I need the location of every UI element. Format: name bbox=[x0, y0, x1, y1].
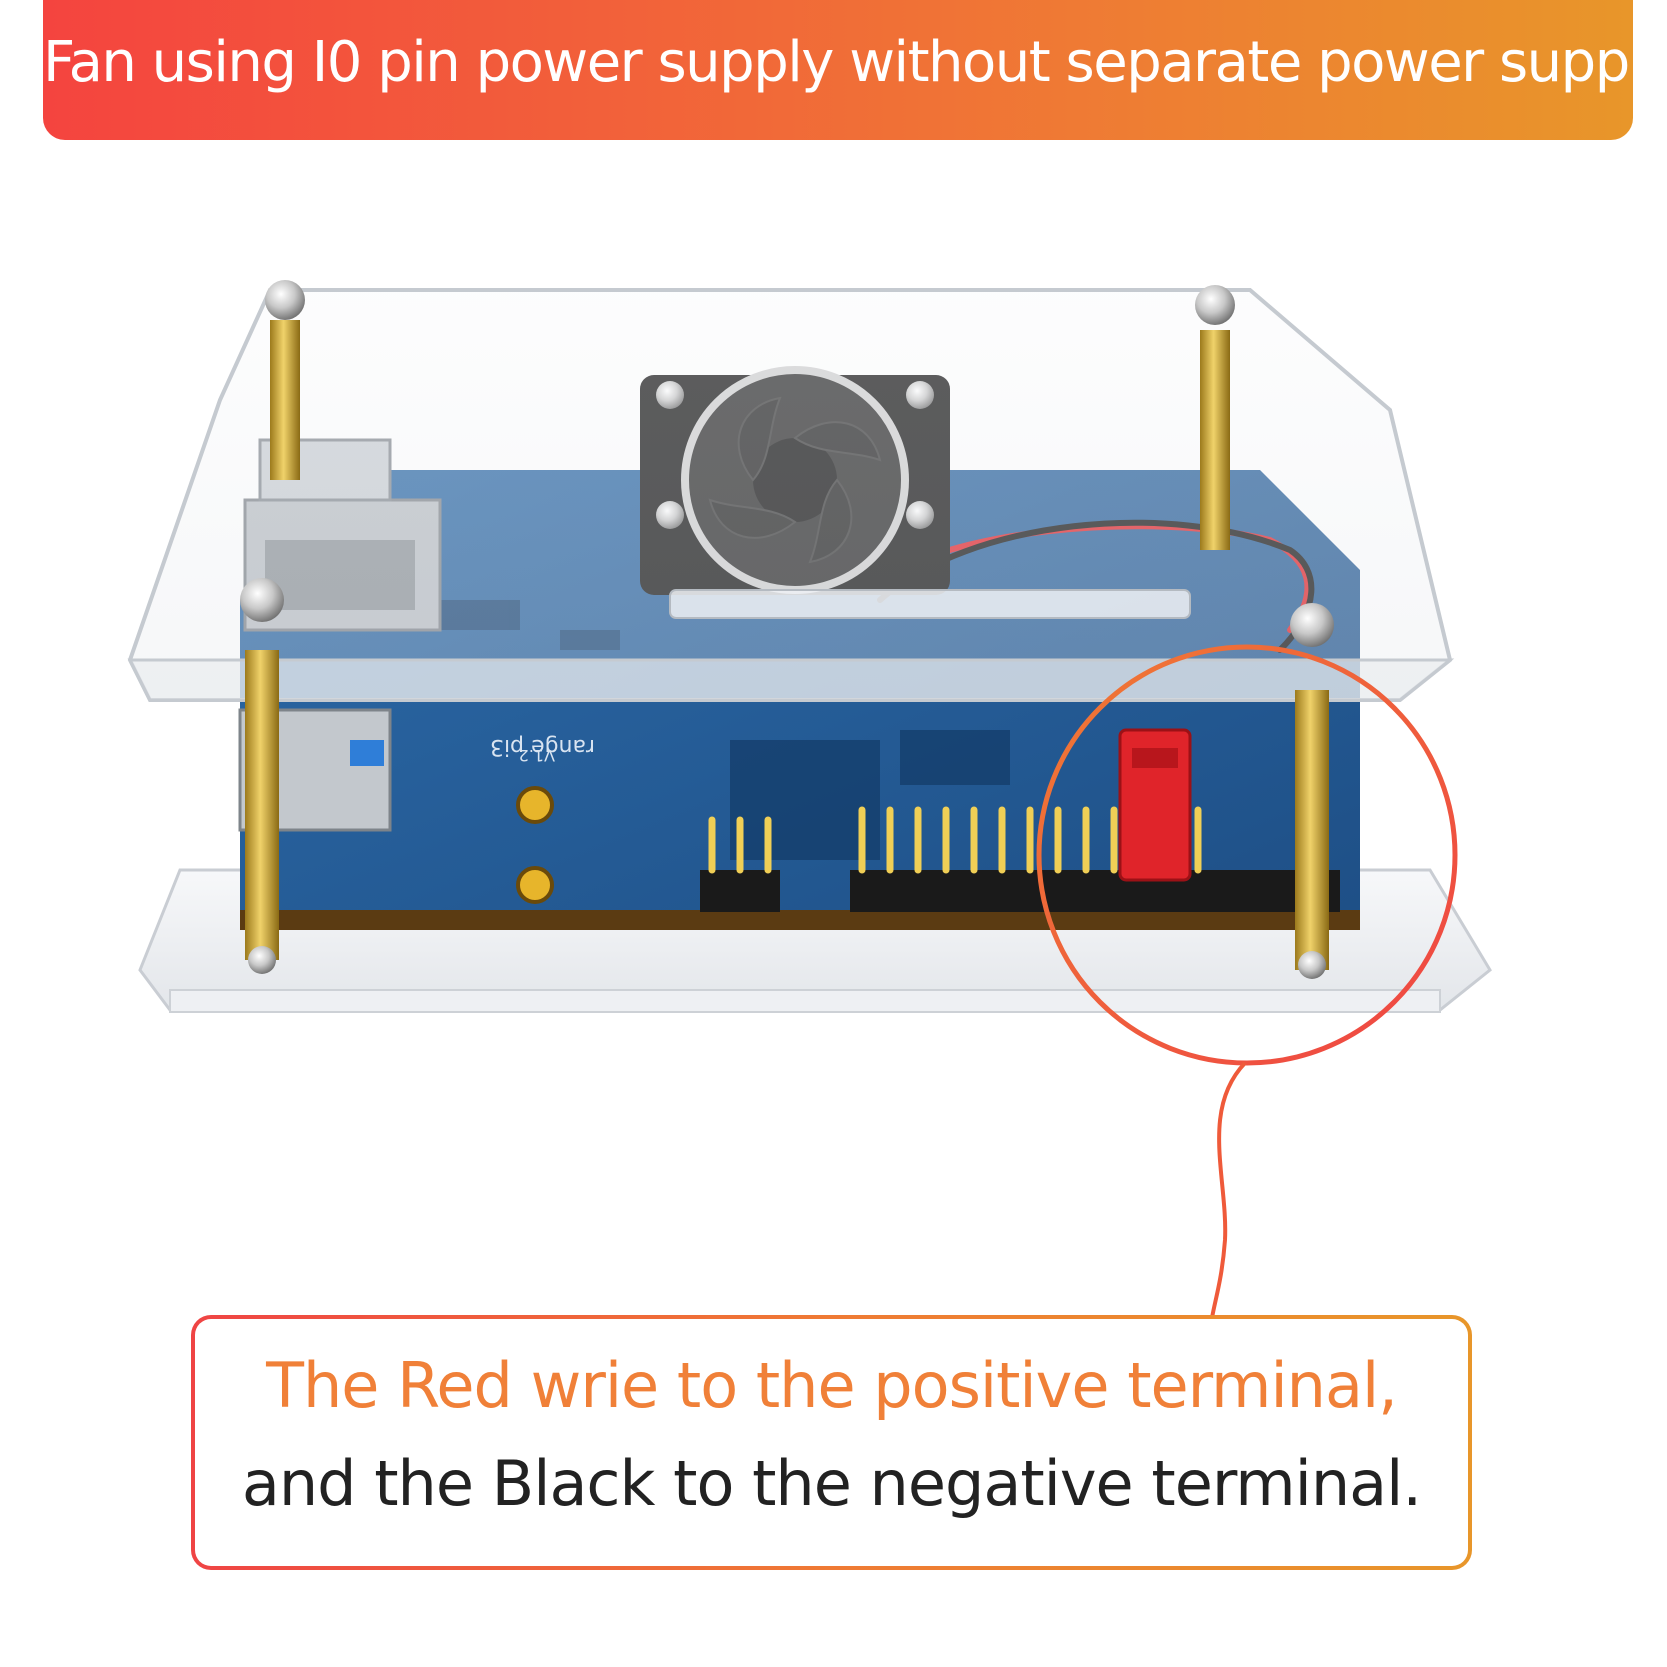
title-banner: Fan using I0 pin power supply without se… bbox=[43, 0, 1667, 140]
board-label: range pi3 bbox=[490, 734, 595, 759]
banner-title: Fan using I0 pin power supply without se… bbox=[43, 30, 1667, 95]
product-photo: range pi3 V1.2 bbox=[127, 280, 1492, 1013]
fan-connector bbox=[1118, 728, 1192, 882]
note-positive-terminal: The Red wrie to the positive terminal, bbox=[266, 1349, 1398, 1422]
note-negative-terminal: and the Black to the negative terminal. bbox=[241, 1447, 1422, 1520]
instruction-note: The Red wrie to the positive terminal, a… bbox=[191, 1315, 1472, 1570]
board-version: V1.2 bbox=[519, 746, 555, 765]
acrylic-top-plate bbox=[127, 288, 1455, 702]
